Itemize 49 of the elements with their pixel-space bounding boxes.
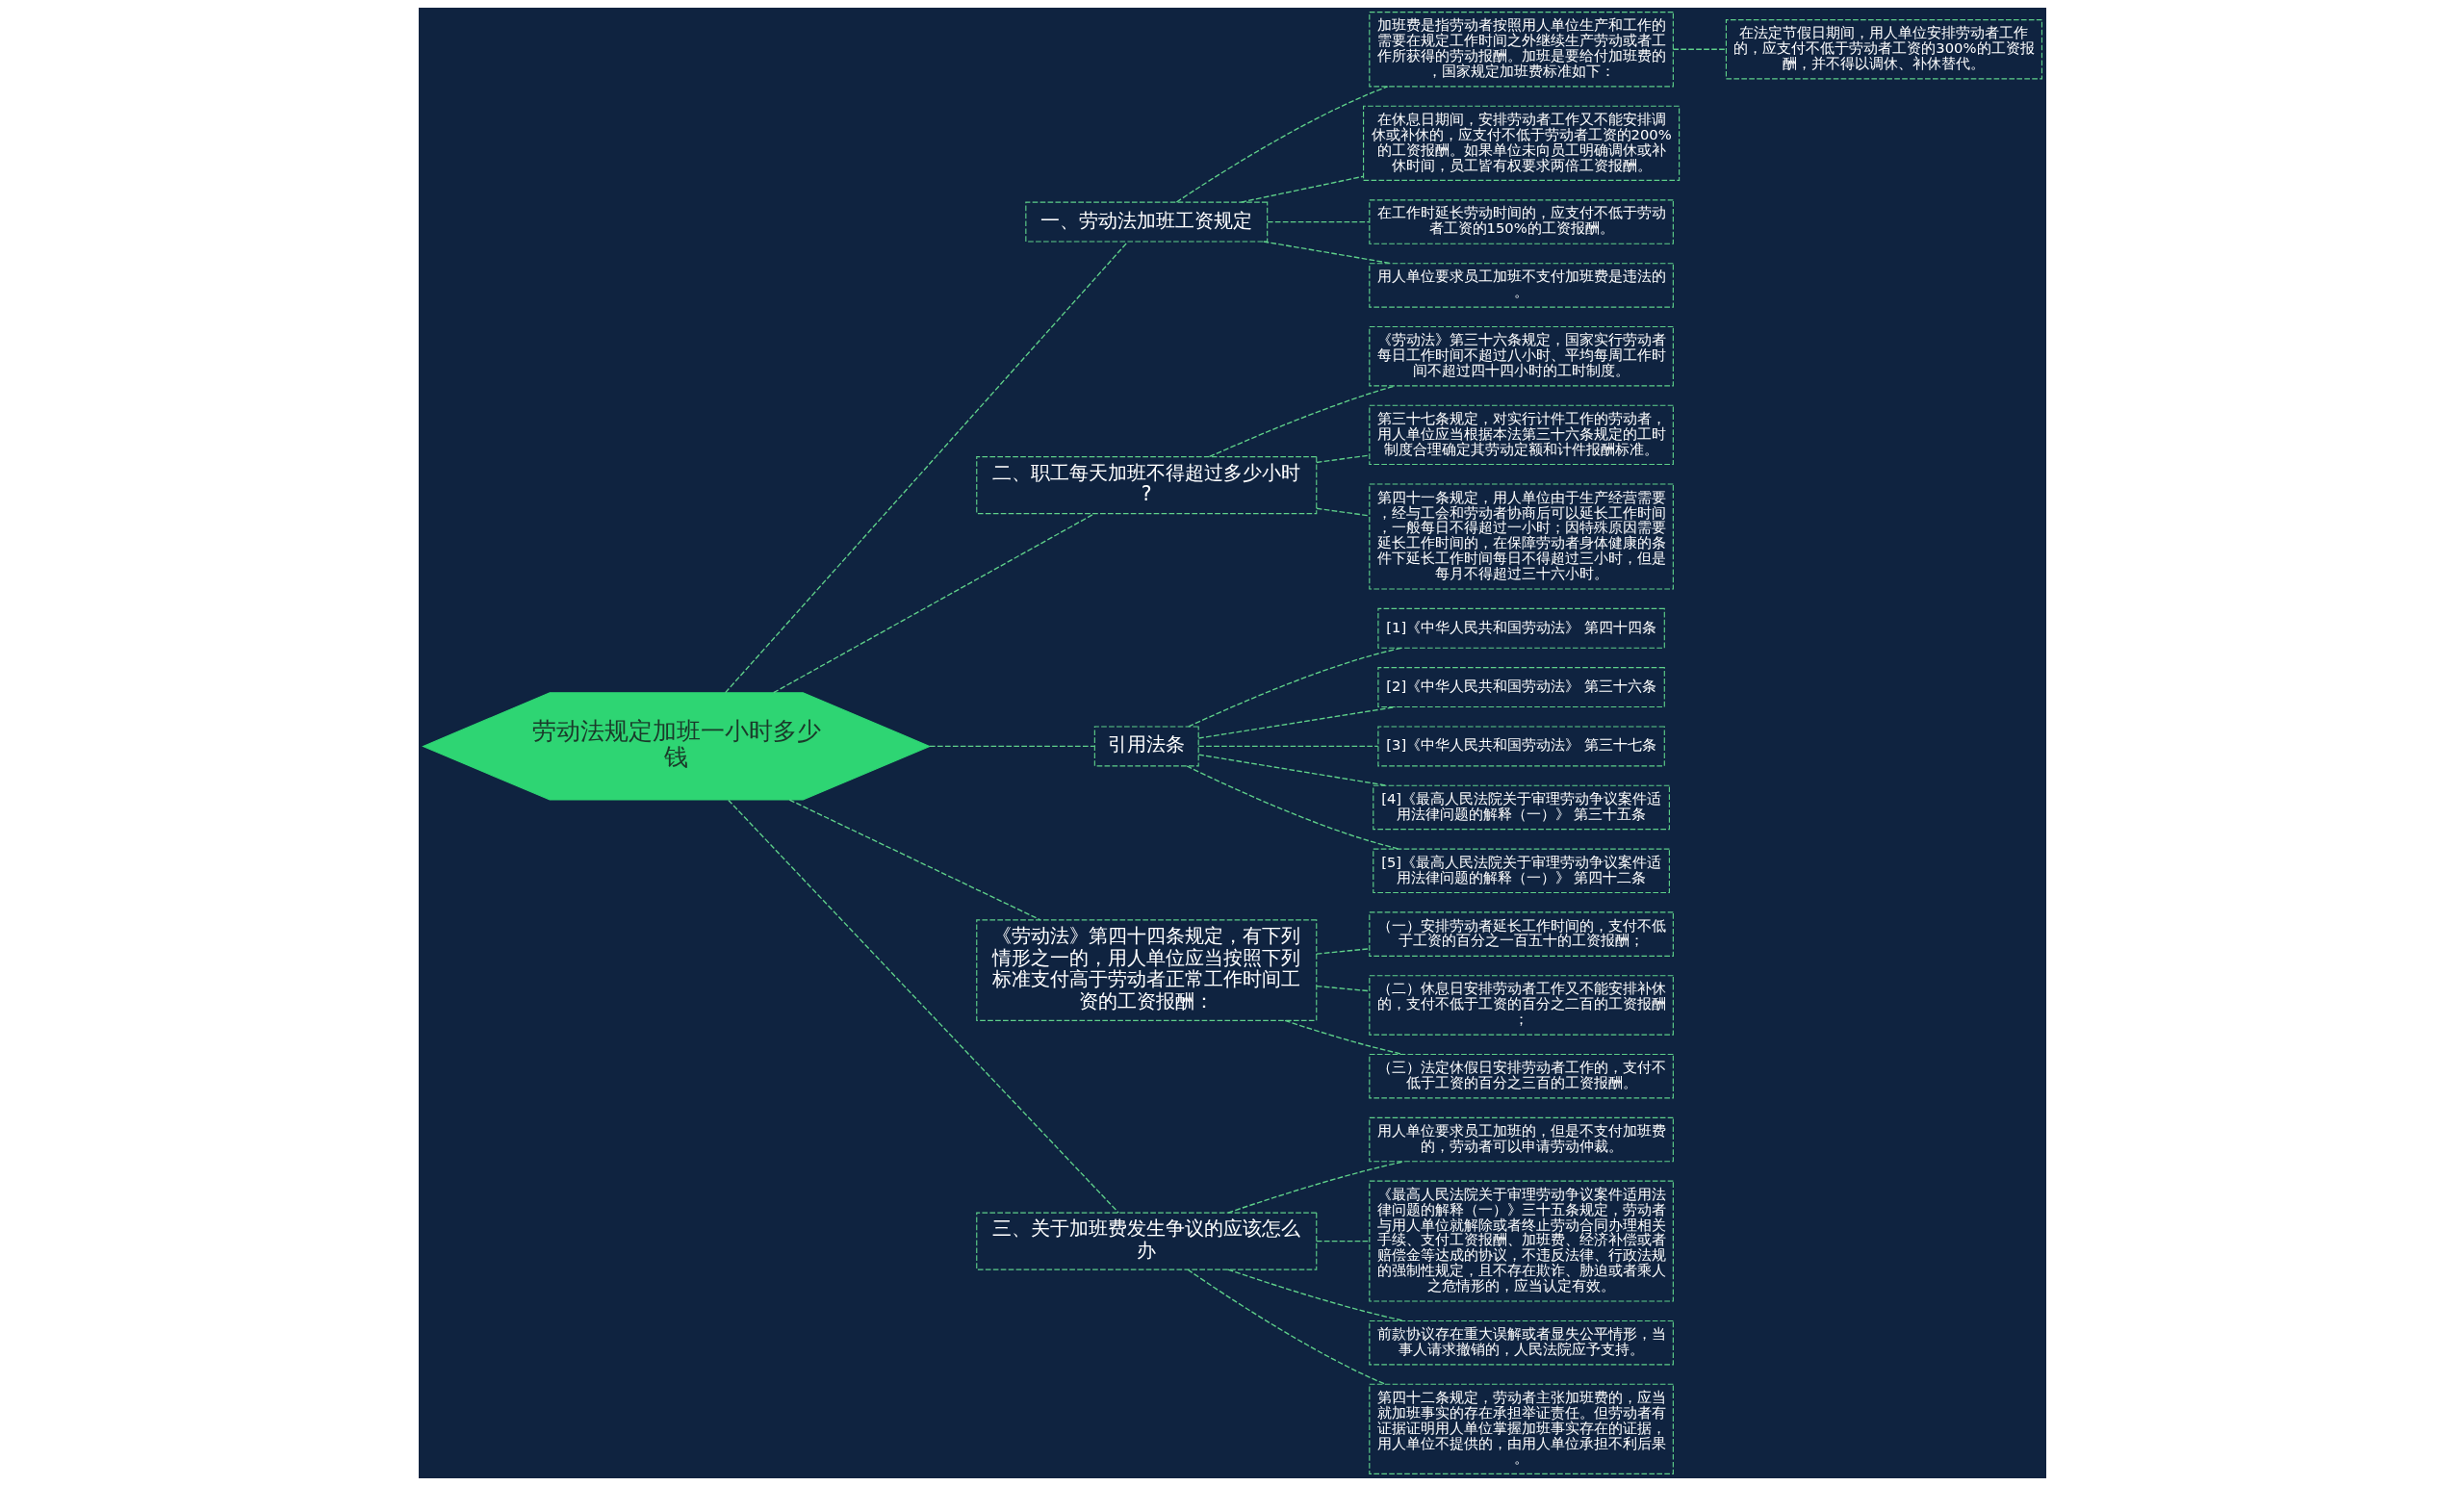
connector [724, 241, 1128, 694]
connector [1197, 745, 1378, 748]
connector [928, 745, 1095, 748]
connector [788, 799, 1041, 921]
node-box: 第四十一条规定，用人单位由于生产经营需要，经与工会和劳动者协商后可以延长工作时间，一般每日不得超过一小时；因特殊原因需要延长工作时间的，在保障劳动者身体健康的条件下延长工作时间每日不得超过三小时，但是每月不得超过三十六小时。 [1368, 483, 1674, 590]
node-box: 二、职工每天加班不得超过多少小时? [975, 456, 1317, 515]
node-box: [4]《最高人民法院关于审理劳动争议案件适用法律问题的解释（一）》 第三十五条 [1372, 784, 1670, 831]
node-box: 第三十七条规定，对实行计件工作的劳动者，用人单位应当根据本法第三十六条规定的工时制度合理确定其劳动定额和计件报酬标准。 [1368, 404, 1674, 466]
connector [1262, 241, 1392, 265]
node-box: 一、劳动法加班工资规定 [1024, 201, 1268, 243]
node-box: 《最高人民法院关于审理劳动争议案件适用法律问题的解释（一）》三十五条规定，劳动者与用人单位就解除或者终止劳动合同办理相关手续、支付工资报酬、加班费、经济补偿或者赔偿金等达成的协议，不违反法律、行政法规的强制性规定，且不存在欺诈、胁迫或者乘人之危情形的，应当认定有效。 [1368, 1180, 1674, 1302]
connector [1226, 1268, 1405, 1322]
connector [1240, 175, 1364, 203]
node-box: [3]《中华人民共和国劳动法》 第三十七条 [1376, 726, 1665, 767]
connector [1315, 1240, 1370, 1243]
node-box: [5]《最高人民法院关于审理劳动争议案件适用法律问题的解释（一）》 第四十二条 [1372, 848, 1670, 894]
connector [727, 799, 1119, 1214]
connector [1187, 1268, 1386, 1385]
node-box: 在法定节假日期间，用人单位安排劳动者工作的，应支付不低于劳动者工资的300%的工资报酬，并不得以调休、补休替代。 [1725, 19, 2042, 80]
connector [1175, 86, 1388, 203]
node-box: 第四十二条规定，劳动者主张加班费的，应当就加班事实的存在承担举证责任。但劳动者有证据证明用人单位掌握加班事实存在的证据，用人单位不提供的，由用人单位承担不利后果。 [1368, 1383, 1674, 1474]
node-box: [2]《中华人民共和国劳动法》 第三十六条 [1376, 667, 1665, 708]
connector [1187, 647, 1402, 728]
node-box: 引用法条 [1093, 726, 1199, 767]
connector [1208, 385, 1396, 458]
connector [1672, 48, 1727, 50]
node-box: 用人单位要求员工加班的，但是不支付加班费的，劳动者可以申请劳动仲裁。 [1368, 1116, 1674, 1163]
node-box: 前款协议存在重大误解或者显失公平情形，当事人请求撤销的，人民法院应予支持。 [1368, 1319, 1674, 1366]
node-box: 在休息日期间，安排劳动者工作又不能安排调休或补休的，应支付不低于劳动者工资的200%的工资报酬。如果单位未向员工明确调休或补休时间，员工皆有权要求两倍工资报酬。 [1362, 105, 1680, 181]
node-box: [1]《中华人民共和国劳动法》 第四十四条 [1376, 607, 1665, 649]
connector [1315, 948, 1370, 955]
node-box: 三、关于加班费发生争议的应该怎么办 [975, 1212, 1317, 1270]
node-box: （三）法定休假日安排劳动者工作的，支付不低于工资的百分之三百的工资报酬。 [1368, 1053, 1674, 1099]
connector [1315, 454, 1370, 464]
connector [1315, 985, 1370, 992]
node-box: 《劳动法》第四十四条规定，有下列情形之一的，用人单位应当按照下列标准支付高于劳动者正常工作时间工资的工资报酬： [975, 919, 1317, 1021]
connector [772, 513, 1095, 694]
connector [1315, 507, 1370, 517]
node-box: 加班费是指劳动者按照用人单位生产和工作的需要在规定工作时间之外继续生产劳动或者工作所获得的劳动报酬。加班是要给付加班费的，国家规定加班费标准如下： [1368, 12, 1674, 88]
connector [1266, 220, 1370, 223]
connector [1283, 1019, 1403, 1056]
node-box: 用人单位要求员工加班不支付加班费是违法的。 [1368, 263, 1674, 308]
connector [1197, 705, 1397, 739]
node-box: 《劳动法》第三十六条规定，国家实行劳动者每日工作时间不超过八小时、平均每周工作时间不超过四十四小时的工时制度。 [1368, 325, 1674, 387]
connector [1197, 754, 1388, 786]
node-box: （一）安排劳动者延长工作时间的，支付不低于工资的百分之一百五十的工资报酬； [1368, 911, 1674, 957]
connector [1186, 765, 1399, 850]
node-box: 在工作时延长劳动时间的，应支付不低于劳动者工资的150%的工资报酬。 [1368, 199, 1674, 244]
node-box: （二）休息日安排劳动者工作又不能安排补休的，支付不低于工资的百分之二百的工资报酬； [1368, 975, 1674, 1036]
